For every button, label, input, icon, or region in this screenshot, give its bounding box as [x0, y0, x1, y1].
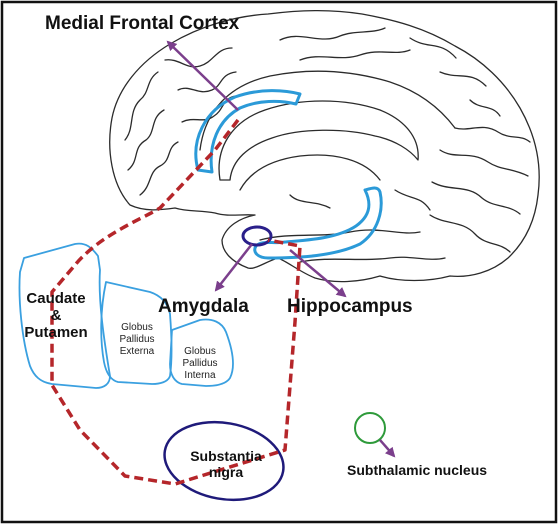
gyrus-line [164, 47, 233, 68]
globus-pallidus-interna-outline [169, 318, 234, 387]
substantia-nigra-outline [163, 420, 285, 502]
amygdala-outline [241, 225, 273, 247]
gpe-label-line1: Globus [121, 322, 153, 333]
cingulate-sulcus [199, 70, 456, 151]
gyrus-line [127, 109, 165, 171]
brain-outline [109, 9, 540, 283]
hippocampus-label: Hippocampus [287, 296, 413, 317]
dopaminergic-pathway [50, 118, 302, 486]
arrow-to-hippocampus [289, 249, 347, 298]
arrow-to-medial-frontal-cortex [166, 40, 239, 111]
hippocampal-formation-outline [253, 186, 383, 260]
gyrus-line [177, 71, 237, 93]
gyrus-line [431, 181, 521, 215]
gyrus-line [139, 141, 179, 196]
subthalamic-nucleus-label: Subthalamic nucleus [347, 462, 487, 478]
calcarine-sulcus [439, 149, 529, 177]
substantia-nigra-label-line2: nigra [209, 464, 243, 480]
gyrus-line [279, 27, 386, 41]
caudate-label-line1: Caudate [26, 290, 85, 307]
substantia-nigra-label-line1: Substantia [190, 448, 262, 464]
brain-sketch [109, 9, 540, 283]
gyrus-line [289, 194, 331, 209]
caudate-label-line3: Putamen [24, 324, 87, 341]
gyrus-line [439, 71, 487, 87]
temporal-gyrus [299, 256, 446, 263]
globus-pallidus-externa-outline [100, 281, 173, 385]
gyrus-line [299, 49, 411, 61]
fornix [239, 154, 381, 191]
gpe-label-line2: Pallidus [119, 334, 154, 345]
gpi-label-line2: Pallidus [182, 358, 217, 369]
gpe-label-line3: Externa [120, 346, 155, 357]
temporal-gyrus [259, 229, 421, 241]
caudate-label-line2: & [51, 307, 62, 324]
arrow-from-subthalamic-nucleus [379, 439, 396, 458]
gyrus-line [124, 71, 159, 141]
cingulate-gyrus-outline [194, 89, 302, 174]
caudate-putamen-outline [18, 242, 111, 389]
subthalamic-nucleus-outline [354, 412, 386, 444]
medial-frontal-cortex-label: Medial Frontal Cortex [45, 13, 240, 34]
corpus-callosum [218, 100, 419, 181]
gyrus-line [394, 189, 431, 211]
gyrus-line [469, 99, 501, 117]
gpi-label-line1: Globus [184, 346, 216, 357]
gyrus-line [454, 126, 531, 143]
gyrus-line [409, 37, 457, 59]
arrow-to-amygdala [214, 243, 253, 292]
gpi-label-line3: Interna [184, 370, 216, 381]
amygdala-label: Amygdala [158, 296, 249, 317]
gyrus-line [429, 214, 511, 253]
